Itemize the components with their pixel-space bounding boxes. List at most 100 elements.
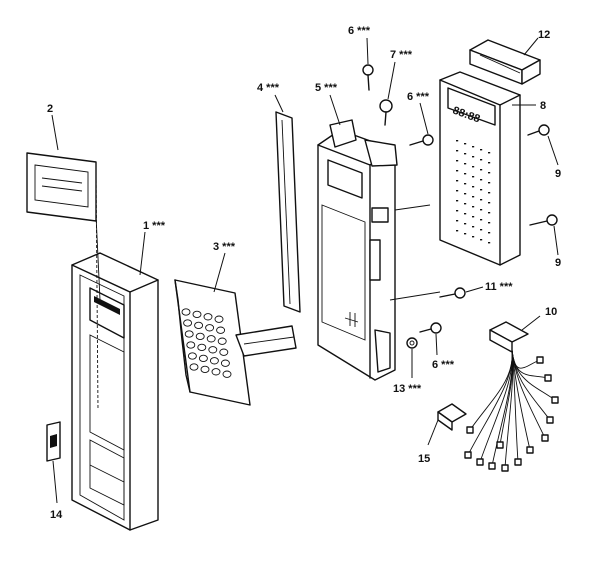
- board-component: [472, 176, 475, 178]
- board-component: [472, 236, 475, 238]
- board-component: [488, 182, 491, 184]
- board-component: [456, 160, 459, 162]
- keypad-key: [219, 348, 229, 356]
- board-component: [456, 190, 459, 192]
- label-part-5: 5 ***: [315, 82, 338, 94]
- wire-terminal: [466, 426, 474, 434]
- keypad-key: [214, 315, 224, 323]
- board-component: [480, 239, 483, 241]
- screw-7: [379, 99, 393, 126]
- part-8-display-board: 88:88: [439, 71, 521, 266]
- keypad-key: [222, 370, 232, 378]
- label-part-6-top: 6 ***: [348, 25, 371, 37]
- part-2-window-label: [26, 152, 97, 222]
- wire-terminal: [514, 458, 522, 466]
- board-component: [456, 170, 459, 172]
- board-component: [480, 169, 483, 171]
- part-3-membrane-keypad: [174, 279, 297, 406]
- board-component: [456, 140, 459, 142]
- keypad-key: [189, 363, 199, 371]
- keypad-key: [200, 365, 210, 374]
- label-part-8: 8: [540, 100, 546, 112]
- board-component: [488, 152, 491, 154]
- part-12-foam-block: [469, 39, 541, 85]
- keypad-key: [205, 324, 215, 332]
- board-component: [464, 233, 467, 235]
- board-component: [464, 143, 467, 145]
- board-component: [488, 172, 491, 174]
- keypad-key: [186, 341, 196, 349]
- keypad-key: [198, 354, 208, 363]
- part-5-control-chassis: [317, 119, 441, 381]
- keypad-key: [209, 357, 219, 365]
- board-component: [472, 146, 475, 148]
- keypad-key: [183, 319, 193, 327]
- board-component: [472, 186, 475, 188]
- board-component-dots: [456, 140, 491, 244]
- keypad-key: [192, 310, 202, 319]
- keypad-key: [181, 308, 191, 316]
- label-part-4: 4 ***: [257, 82, 280, 94]
- board-component: [488, 212, 491, 214]
- keypad-key: [203, 313, 213, 321]
- screw-9-bottom: [529, 214, 558, 226]
- keypad-key: [197, 343, 207, 352]
- board-component: [456, 210, 459, 212]
- screw-9-top: [527, 124, 550, 136]
- keypad-key: [194, 321, 204, 330]
- callout-labels: 2 1 *** 3 *** 4 *** 5 *** 6 *** 7 *** 6 …: [47, 25, 561, 521]
- screw-6-mid: [409, 134, 434, 146]
- board-component: [456, 150, 459, 152]
- board-component: [456, 200, 459, 202]
- wire-terminal: [541, 434, 549, 442]
- keypad-key: [195, 332, 205, 341]
- harness-wire: [511, 349, 549, 379]
- board-component: [488, 192, 491, 194]
- keypad-key: [216, 326, 226, 334]
- board-component: [480, 199, 483, 201]
- keypad-key: [184, 330, 194, 338]
- part-10-wire-harness: [437, 321, 559, 472]
- wire-terminal: [496, 441, 504, 449]
- label-part-6-bottom: 6 ***: [432, 359, 455, 371]
- board-component: [480, 189, 483, 191]
- part-4-strip: [275, 111, 301, 313]
- screw-11: [439, 287, 466, 299]
- wire-terminal: [551, 396, 559, 404]
- board-component: [464, 203, 467, 205]
- board-component: [456, 220, 459, 222]
- part-1-control-panel-frame: [71, 169, 159, 531]
- label-part-2: 2: [47, 103, 53, 115]
- board-component: [472, 156, 475, 158]
- callout-leaders: [51, 37, 559, 504]
- keypad-key-grid: [181, 308, 232, 378]
- wire-terminal: [526, 446, 534, 454]
- label-part-7: 7 ***: [390, 49, 413, 61]
- board-component: [480, 149, 483, 151]
- board-component: [488, 162, 491, 164]
- board-component: [488, 242, 491, 244]
- label-part-11: 11 ***: [485, 281, 513, 293]
- screw-6-bottom: [419, 322, 442, 334]
- label-part-6-mid: 6 ***: [407, 91, 430, 103]
- harness-wire: [499, 349, 514, 446]
- label-part-9-top: 9: [555, 168, 561, 180]
- board-component: [464, 193, 467, 195]
- board-component: [480, 229, 483, 231]
- label-part-1: 1 ***: [143, 220, 166, 232]
- board-component: [480, 159, 483, 161]
- harness-wire: [467, 349, 513, 456]
- keypad-key: [211, 368, 221, 376]
- part-14-small-plate: [46, 421, 61, 462]
- label-part-13: 13 ***: [393, 383, 422, 395]
- wire-terminal: [546, 416, 554, 424]
- screws: [362, 64, 558, 349]
- board-component: [464, 173, 467, 175]
- board-component: [456, 180, 459, 182]
- label-part-15: 15: [418, 453, 430, 465]
- board-component: [456, 230, 459, 232]
- label-part-12: 12: [538, 29, 550, 41]
- board-component: [464, 223, 467, 225]
- wire-terminal: [488, 462, 496, 470]
- wire-terminal: [536, 356, 544, 364]
